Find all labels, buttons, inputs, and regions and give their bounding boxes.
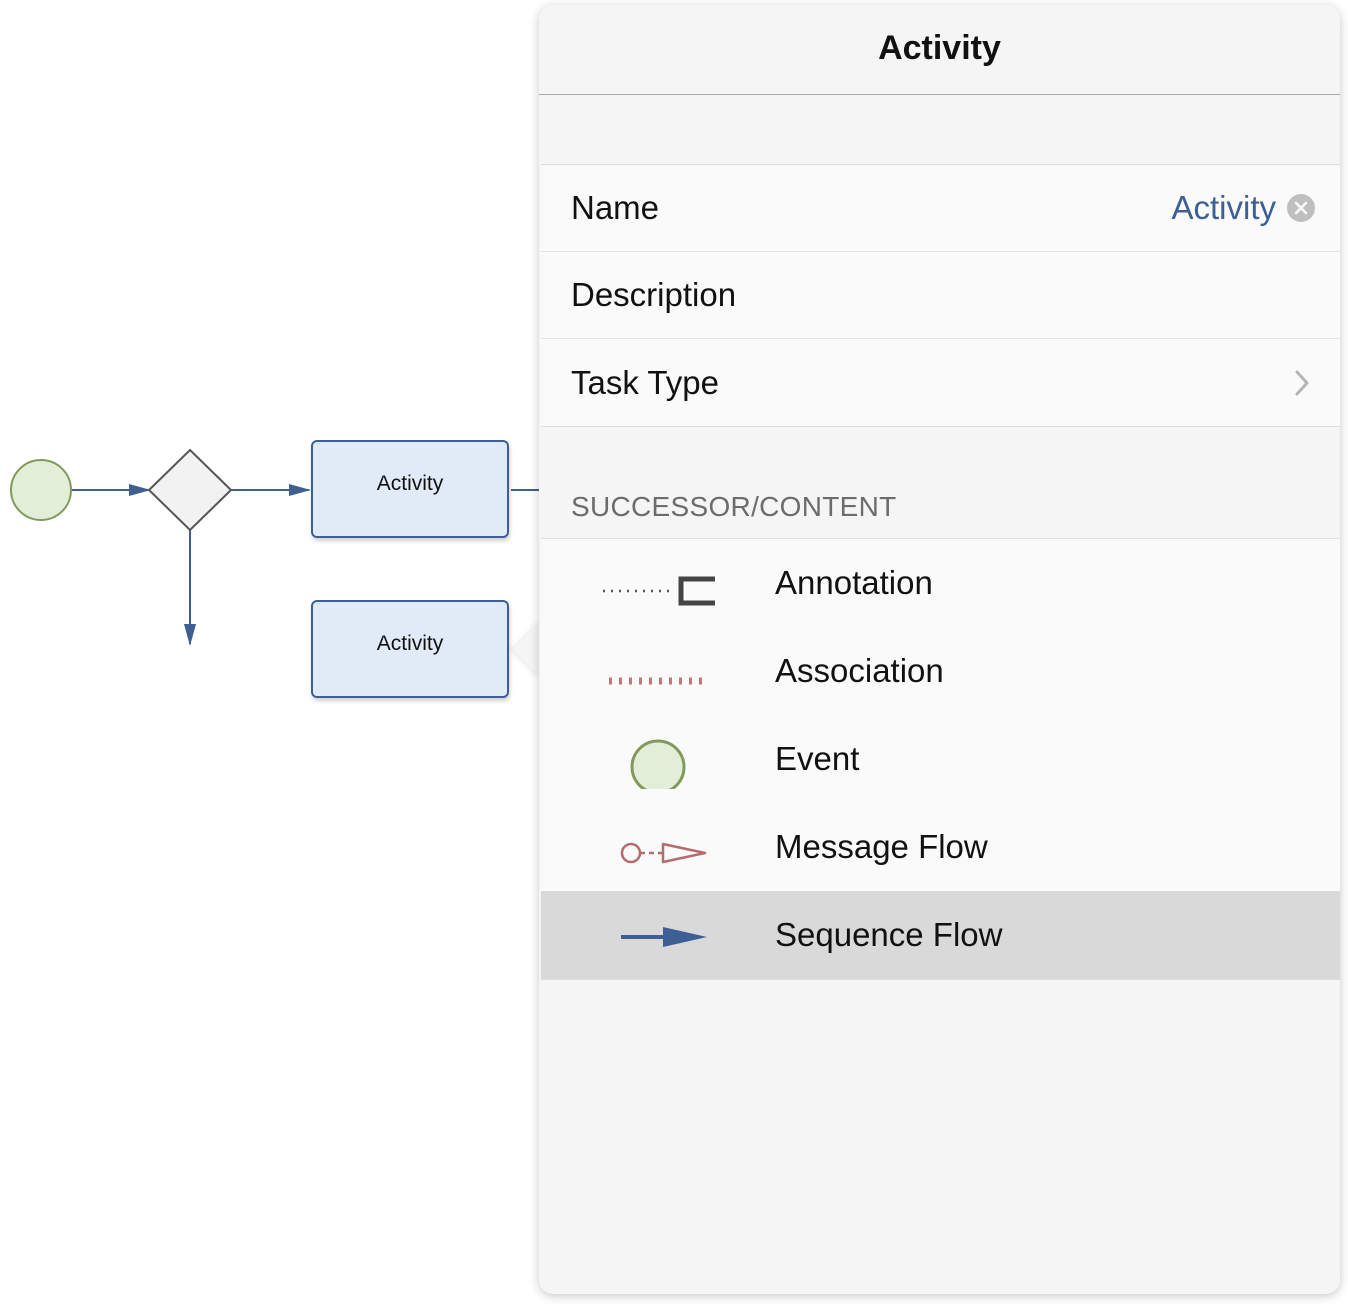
popover-pointer <box>512 622 540 678</box>
list-item-label: Sequence Flow <box>775 916 1003 953</box>
activity-node-label: Activity <box>376 632 444 655</box>
list-item-association[interactable]: Association <box>541 627 1340 715</box>
task-type-label: Task Type <box>571 363 719 401</box>
activity-node-label: Activity <box>376 472 444 495</box>
list-item-message-flow[interactable]: Message Flow <box>541 803 1340 891</box>
sequence-flow-icon <box>621 927 707 947</box>
activity-node-1[interactable]: Activity <box>311 440 509 538</box>
name-label: Name <box>571 189 660 226</box>
list-item-sequence-flow[interactable]: Sequence Flow <box>541 891 1340 979</box>
message-flow-icon <box>620 842 707 864</box>
popover-header: Activity <box>539 5 1340 95</box>
list-item-label: Annotation <box>775 564 933 601</box>
popover-title: Activity <box>878 29 1001 67</box>
association-icon <box>609 677 709 685</box>
name-field[interactable]: Activity <box>1171 189 1276 226</box>
list-item-label: Message Flow <box>775 828 988 865</box>
list-item-label: Event <box>775 740 860 777</box>
name-row[interactable]: Name Activity <box>541 165 1340 252</box>
successor-list: Annotation Association Event Message Flo… <box>541 538 1340 980</box>
list-item-annotation[interactable]: Annotation <box>541 539 1340 627</box>
description-row[interactable]: Description <box>541 252 1340 339</box>
clear-icon[interactable] <box>1287 194 1315 222</box>
gateway[interactable] <box>147 448 233 532</box>
inspector-popover: Activity Name Activity Description Task … <box>539 5 1340 1294</box>
list-item-event[interactable]: Event <box>541 715 1340 803</box>
annotation-icon <box>603 576 715 606</box>
properties-group: Name Activity Description Task Type <box>541 164 1340 427</box>
start-event[interactable] <box>10 459 72 521</box>
list-item-label: Association <box>775 652 944 689</box>
task-type-row[interactable]: Task Type <box>541 339 1340 426</box>
chevron-right-icon <box>1295 370 1309 395</box>
section-header-successor: SUCCESSOR/CONTENT <box>571 491 897 522</box>
event-icon <box>630 739 686 789</box>
activity-node-2[interactable]: Activity <box>311 600 509 698</box>
description-label: Description <box>571 276 737 313</box>
